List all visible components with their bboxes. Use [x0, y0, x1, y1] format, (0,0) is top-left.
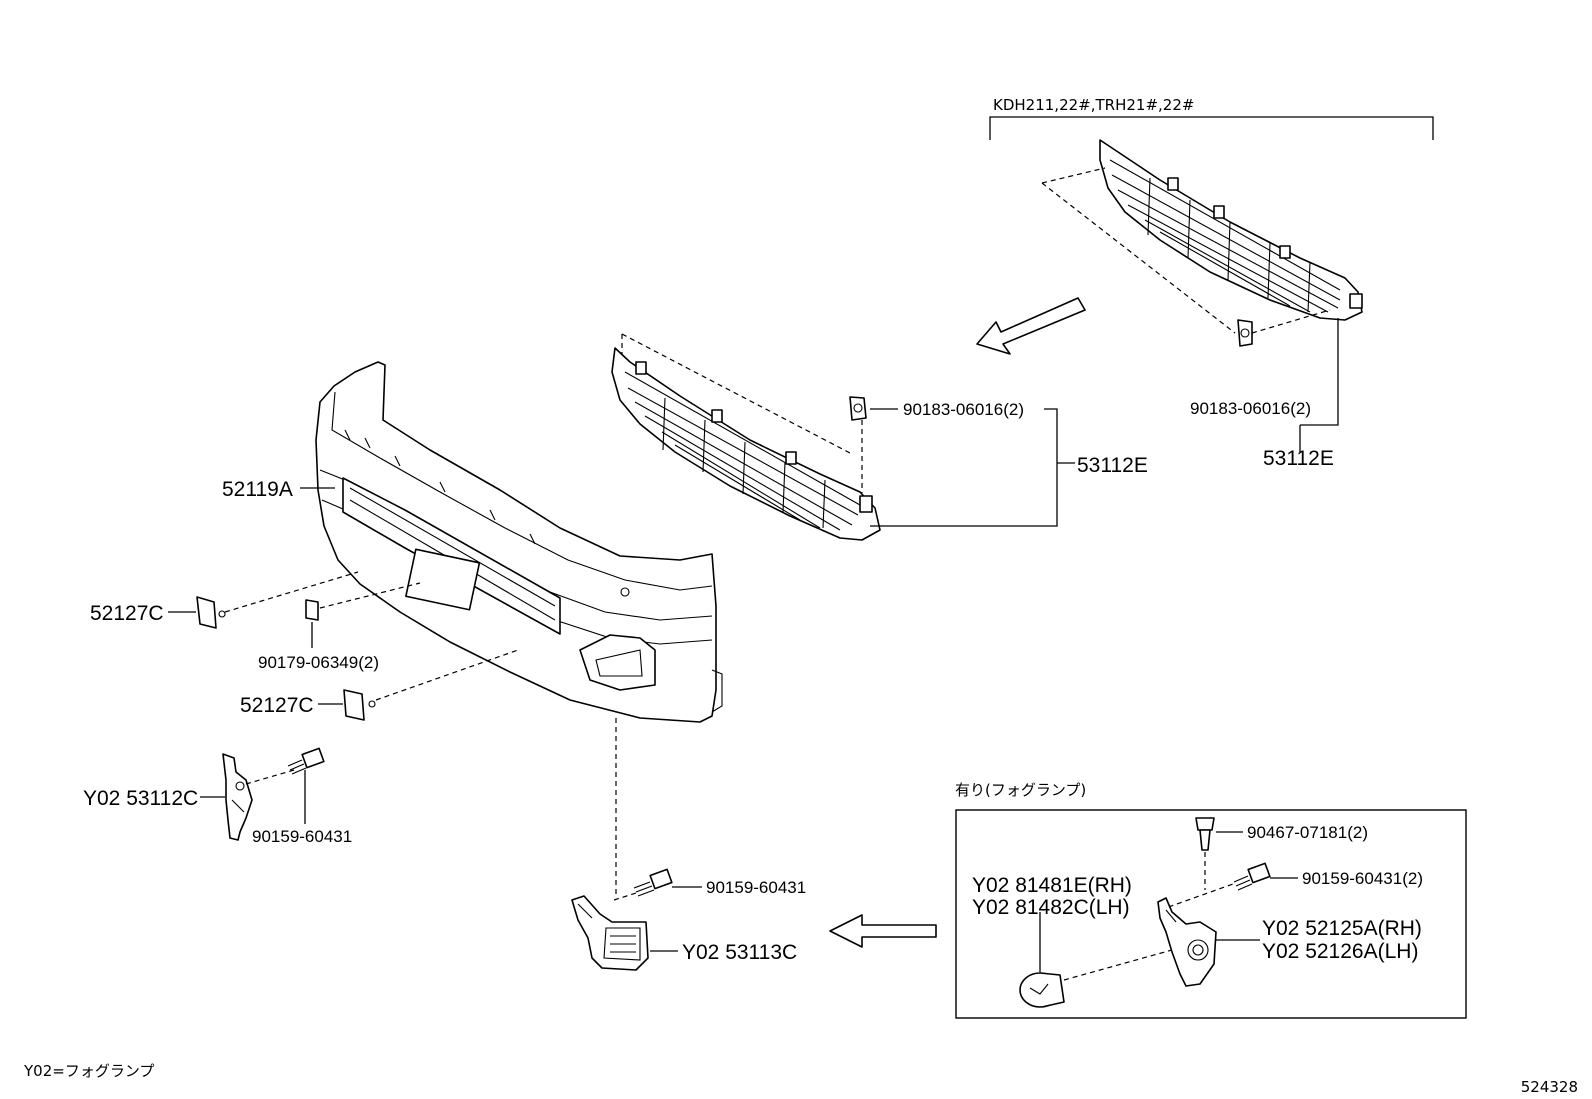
fog-bracket-lh-label: Y02 52126A(LH) [1262, 940, 1418, 963]
legend-note: Y02=フォグランプ [23, 1062, 154, 1080]
bumper-cover-drawing [315, 361, 723, 723]
bolt-left-icon [287, 747, 325, 824]
grille-center-guides [621, 333, 863, 493]
fog-clip-icon [1195, 817, 1215, 851]
fog-clip-label: 90467-07181(2) [1247, 823, 1368, 842]
figure-number: 524328 [1521, 1078, 1578, 1096]
cap-upper-icon [196, 596, 226, 629]
clip-plate-icon [305, 599, 319, 648]
bumper-cover-label: 52119A [222, 478, 293, 501]
nut-icon [1237, 319, 1253, 347]
fog-option-box [955, 809, 1467, 1019]
grille-variant-drawing [1099, 139, 1363, 321]
fog-lamp-lh-label: Y02 81482C(LH) [972, 896, 1130, 919]
bolt-left-label: 90159-60431 [252, 827, 352, 846]
variant-label: KDH211,22#,TRH21#,22# [993, 96, 1194, 114]
fog-bolt-icon [1233, 862, 1271, 891]
clip-plate-label: 90179-06349(2) [258, 653, 379, 672]
grille-variant-label: 53112E [1263, 447, 1334, 470]
grille-center-drawing [611, 347, 881, 541]
grille-variant-nut-label: 90183-06016(2) [1190, 399, 1311, 418]
fog-option-label: 有り(フォグランプ) [955, 781, 1086, 799]
grille-variant-guides [1041, 167, 1331, 334]
variant-bracket [989, 116, 1434, 140]
fog-lamp-drawing [1019, 972, 1065, 1008]
fog-bracket-rh-label: Y02 52125A(RH) [1262, 917, 1422, 940]
bracket-left-label: Y02 53112C [83, 787, 198, 810]
fog-bracket-drawing [1157, 897, 1217, 987]
fog-bolt-label: 90159-60431(2) [1302, 869, 1423, 888]
arrow-left-icon [829, 914, 937, 948]
grille-center-label: 53112E [1077, 454, 1148, 477]
cap-upper-label: 52127C [90, 602, 164, 625]
direction-arrow-icon [976, 297, 1086, 355]
fog-cover-label: Y02 53113C [682, 941, 797, 964]
fog-cover-bolt-label: 90159-60431 [706, 878, 806, 897]
fog-cover-drawing [571, 895, 649, 971]
fog-cover-bolt-icon [633, 868, 673, 897]
fog-lamp-rh-label: Y02 81481E(RH) [972, 874, 1132, 897]
nut-icon [849, 396, 867, 421]
grille-center-nut-label: 90183-06016(2) [903, 400, 1024, 419]
cap-lower-label: 52127C [240, 694, 314, 717]
cap-lower-icon [343, 689, 376, 721]
bracket-left-drawing [222, 753, 253, 841]
